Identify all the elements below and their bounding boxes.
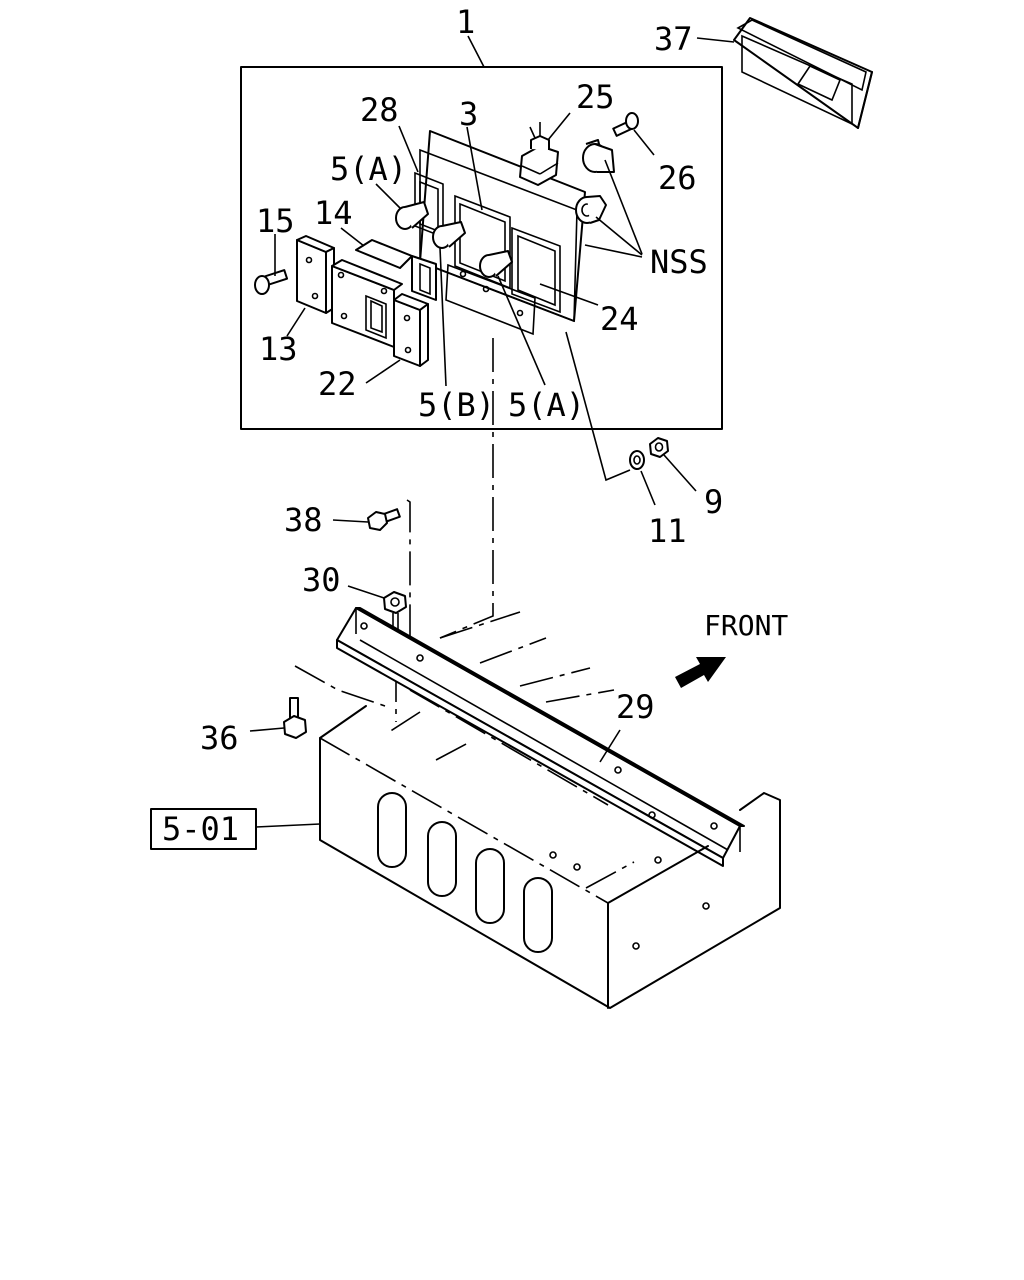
mount-line-36 — [294, 665, 386, 707]
callout-9: 9 — [704, 483, 723, 521]
leader-25 — [547, 112, 571, 141]
leader-24 — [539, 283, 599, 306]
frame-box — [319, 611, 781, 1009]
leader-13 — [286, 307, 306, 337]
leader-37 — [696, 37, 735, 43]
leader-30 — [347, 585, 385, 599]
leader-5a-bottom — [497, 275, 546, 386]
bracket-13 — [296, 235, 335, 314]
crossmember-29 — [336, 607, 745, 867]
leader-nss-c — [595, 216, 643, 256]
leader-26 — [633, 129, 655, 156]
callout-37: 37 — [654, 20, 693, 58]
nut-9 — [649, 437, 669, 458]
callout-25: 25 — [576, 78, 615, 116]
bolt-26 — [612, 112, 639, 137]
mounting-plate-22 — [331, 259, 403, 348]
mount-line-main — [439, 338, 494, 639]
front-arrow-icon — [675, 657, 726, 688]
callout-30: 30 — [302, 561, 341, 599]
leader-11 — [640, 470, 656, 506]
leader-1 — [467, 35, 485, 68]
callout-5b: 5(B) — [418, 386, 495, 424]
leader-29 — [599, 729, 621, 763]
connector-5b — [432, 221, 466, 249]
leader-22 — [365, 359, 401, 384]
ref-label-5-01[interactable]: 5-01 — [162, 810, 239, 848]
leader-nss-a — [584, 244, 643, 258]
callout-38: 38 — [284, 501, 323, 539]
mount-line-38 — [406, 499, 411, 672]
callout-29: 29 — [616, 688, 655, 726]
leader-14 — [340, 227, 365, 247]
plate-22-front — [393, 293, 429, 367]
callout-11: 11 — [648, 512, 687, 550]
nss-clamp — [582, 139, 615, 173]
duct-37 — [733, 17, 873, 129]
callout-24: 24 — [600, 300, 639, 338]
ref-box-5-01[interactable] — [150, 808, 257, 850]
nss-bushing — [575, 195, 607, 224]
callout-front: FRONT — [704, 609, 788, 642]
leader-9 — [663, 454, 697, 492]
callout-13: 13 — [259, 330, 298, 368]
assembly-box — [240, 66, 723, 430]
leader-36 — [249, 727, 285, 732]
callout-36: 36 — [200, 719, 239, 757]
callout-22: 22 — [318, 365, 357, 403]
leader-28 — [398, 125, 419, 173]
callout-15: 15 — [256, 202, 295, 240]
leader-stud — [565, 331, 631, 482]
screw-15 — [254, 269, 289, 295]
callout-26: 26 — [658, 159, 697, 197]
cover-14 — [355, 239, 437, 301]
callout-1: 1 — [456, 3, 475, 41]
callout-28: 28 — [360, 91, 399, 129]
leader-3 — [466, 126, 483, 211]
callout-5a-top: 5(A) — [330, 150, 407, 188]
bolt-36 — [283, 697, 307, 739]
relay-25 — [519, 122, 559, 186]
callout-3: 3 — [459, 95, 478, 133]
washer-11 — [629, 450, 645, 470]
leader-5b — [439, 247, 447, 387]
leader-nss-b — [604, 159, 643, 255]
callout-14: 14 — [314, 194, 353, 232]
connector-5a-top — [395, 201, 429, 230]
bolt-38 — [367, 508, 401, 531]
callout-nss: NSS — [650, 243, 708, 281]
leader-5a-top — [375, 183, 401, 209]
leader-5-01 — [255, 823, 321, 828]
connector-5a-bottom — [479, 250, 513, 278]
callout-5a-bottom: 5(A) — [508, 386, 585, 424]
leader-38 — [332, 519, 369, 523]
